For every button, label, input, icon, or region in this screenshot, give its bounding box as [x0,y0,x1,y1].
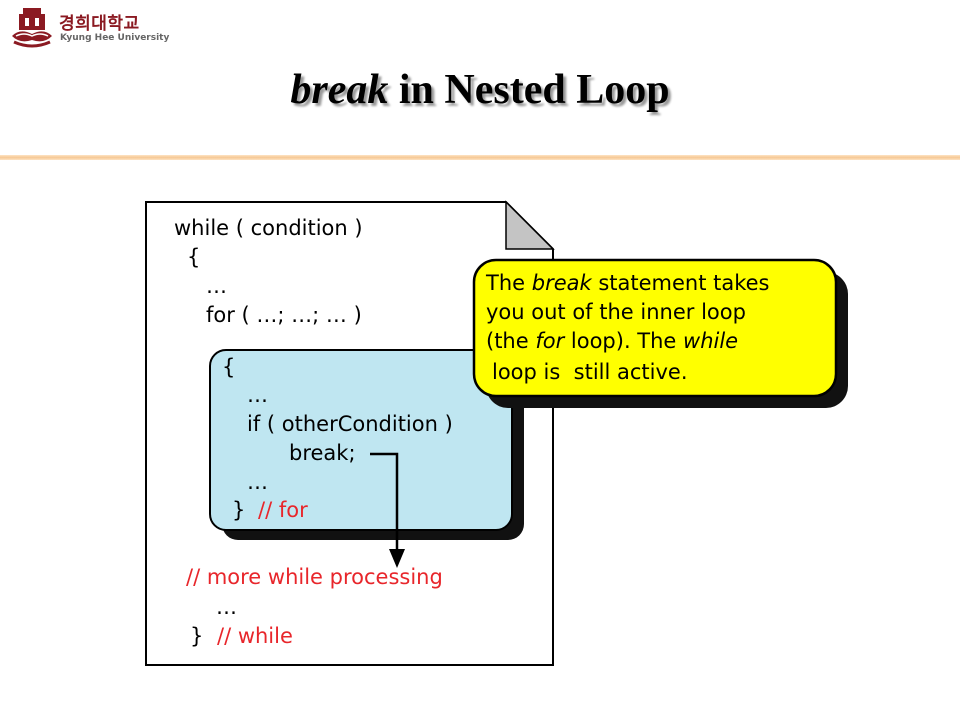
callout-bubble [472,258,838,398]
title-keyword: break [290,67,389,113]
logo-english-name: Kyung Hee University [60,33,170,43]
callout-line-3-middle: loop). The [564,329,684,353]
callout-line-2: you out of the inner loop [486,300,746,324]
callout-line-1-start: The [486,271,532,295]
inner-block [209,349,513,531]
code-inner-ellipsis-2: … [247,470,268,494]
code-inner-open-brace: { [222,355,236,379]
callout-line-1-end: statement takes [591,271,770,295]
callout-line-3: (the for loop). The while [486,331,738,352]
title-divider [0,155,960,160]
callout-keyword-while: while [683,329,739,353]
code-outer-open-brace: { [187,245,201,269]
code-inner-close-brace: } [232,498,246,522]
university-logo: 경희대학교 Kyung Hee University [10,6,170,50]
code-more-processing: // more while processing [186,565,443,589]
code-while-header: while ( condition ) [174,216,363,240]
code-outer-close-brace: } [190,624,204,648]
callout-line-4: loop is still active. [492,360,688,384]
callout-line-1: The break statement takes [486,273,770,294]
callout-keyword-break: break [531,271,592,295]
title-rest: in Nested Loop [388,67,670,113]
callout-keyword-for: for [535,329,565,353]
break-arrow-head [389,549,405,568]
logo-korean-name: 경희대학교 [59,14,140,34]
slide-title: break in Nested Loop [0,66,960,114]
code-inner-comment: // for [258,498,308,522]
code-for-header: for ( …; …; … ) [206,303,362,327]
code-if-line: if ( otherCondition ) [247,412,453,436]
code-outer-ellipsis-2: … [216,595,237,619]
code-inner-ellipsis-1: … [247,383,268,407]
code-outer-ellipsis-1: … [206,274,227,298]
code-outer-comment: // while [217,624,293,648]
university-seal-icon [12,8,52,48]
callout-line-3-start: (the [486,329,536,353]
code-break-line: break; [289,441,356,465]
page-fold [505,200,555,250]
break-arrow-line [370,452,399,552]
